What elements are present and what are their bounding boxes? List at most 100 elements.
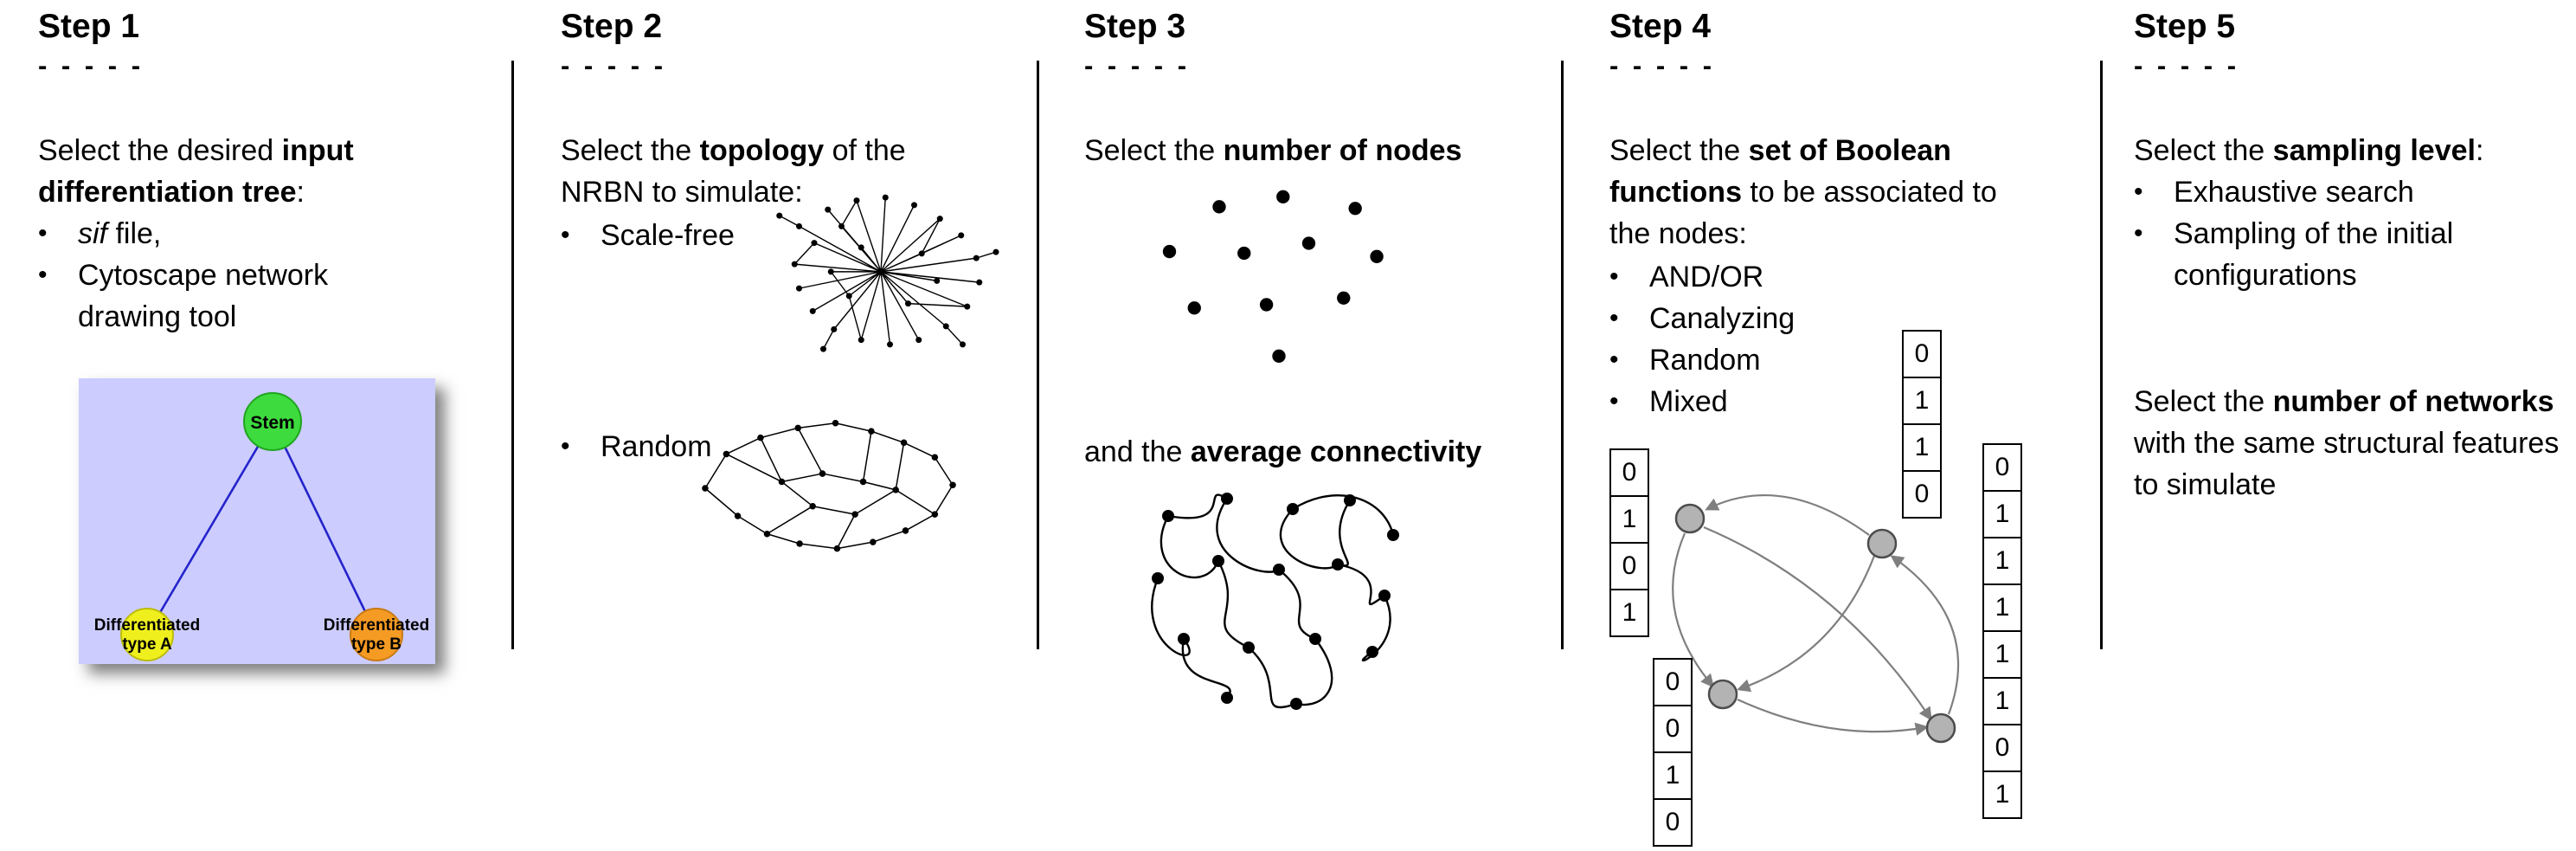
bullet-marker: • [1609,262,1619,291]
table-cell: 1 [1982,537,2022,585]
list-item: • Cytoscape network drawing tool [38,255,407,338]
network-node [1707,679,1738,710]
table-cell: 0 [1982,443,2022,492]
column-divider [1561,61,1564,649]
list-item: • Scale-free [561,215,735,256]
intro-text: Select the [2134,385,2273,418]
list-item: • Sampling of the initial configurations [2134,213,2520,296]
list-item: • Random [561,426,712,467]
step-4-intro: Select the set of Boolean functions to b… [1609,130,2033,255]
list-item-label: Exhaustive search [2174,176,2414,209]
truth-table-right: 0 1 1 1 1 1 0 1 [1982,443,2022,819]
bullet-marker: • [2134,219,2143,248]
bullet-marker: • [1609,387,1619,416]
list-item: • AND/OR [1609,256,1795,298]
table-cell: 1 [1609,589,1649,637]
step-1-column: Step 1 - - - - - Select the desired inpu… [38,0,514,851]
type-b-label-line2: type B [351,635,401,654]
random-network-graphic [702,419,956,552]
table-cell: 0 [1902,330,1942,378]
tree-edges [145,421,378,635]
step-3-column: Step 3 - - - - - Select the number of no… [1084,0,1577,851]
list-item: • Mixed [1609,381,1795,422]
bullet-marker: • [561,432,570,461]
table-cell: 1 [1902,377,1942,425]
intro-text: Select the [1609,134,1749,167]
step-5-column: Step 5 - - - - - Select the sampling lev… [2134,0,2576,851]
step-3-second-text: and the average connectivity [1084,431,1569,473]
table-cell: 1 [1609,495,1649,544]
intro-text: Select the [561,134,700,167]
step-4-column: Step 4 - - - - - Select the set of Boole… [1609,0,2068,851]
list-item-label: Sampling of the initial configurations [2174,217,2454,292]
intro-text: Select the [1084,134,1224,167]
intro-text: : [296,176,305,209]
differentiation-tree-svg: Stem Differentiated type A Differentiate… [79,378,435,664]
intro-text: and the [1084,435,1191,468]
bullet-marker: • [1609,345,1619,374]
intro-text: with the same structural features to sim… [2134,427,2560,501]
truth-table-top: 0 1 1 0 [1902,330,1942,519]
bullet-marker: • [561,221,570,249]
sif-rest: file, [107,217,162,250]
random-nodes [702,419,956,552]
intro-text: : [2475,134,2484,167]
list-item: • Random [1609,339,1795,381]
list-item-label: Random [1649,344,1761,377]
column-divider [511,61,514,649]
table-cell: 1 [1982,770,2022,819]
step-5-title: Step 5 [2134,8,2236,45]
sif-italic: sif [78,217,107,250]
scale-free-network-graphic [776,194,999,352]
type-a-label-line2: type A [122,635,172,654]
list-item: • Canalyzing [1609,298,1795,339]
list-item-label: Scale-free [601,219,735,252]
table-cell: 0 [1653,798,1693,847]
step-1-dashes: - - - - - [38,50,145,81]
boolean-network-arrows [1672,494,1960,736]
table-cell: 1 [1982,583,2022,632]
step-2-title: Step 2 [561,8,663,45]
step-3-dashes: - - - - - [1084,50,1191,81]
table-cell: 0 [1982,724,2022,772]
table-cell: 1 [1902,423,1942,472]
boolean-network-nodes [1674,503,1956,744]
intro-bold: set of Boolean functions [1609,134,1951,209]
stem-label: Stem [250,413,294,433]
truth-table-left: 0 1 0 1 [1609,448,1649,637]
list-item: • sif file, [38,213,407,255]
nodes-dots-graphic [1162,190,1384,363]
connectivity-tangle-graphic [1151,493,1399,710]
list-item-label: Mixed [1649,385,1728,418]
truth-table-bottom-left: 0 0 1 0 [1653,658,1693,847]
step-2-bullet-random: • Random [561,426,712,467]
list-item-label: Random [601,430,712,463]
random-edges [704,422,954,550]
intro-text: of the NRBN to simulate: [561,134,906,209]
step-5-bullet-list: • Exhaustive search • Sampling of the in… [2134,171,2520,296]
step-2-intro: Select the topology of the NRBN to simul… [561,130,976,213]
column-divider [1037,61,1039,649]
table-cell: 0 [1653,705,1693,753]
table-cell: 0 [1653,658,1693,706]
stem-node [243,392,302,451]
type-a-node [120,608,174,661]
intro-text: Select the [2134,134,2273,167]
intro-bold: topology [699,134,825,167]
step-3-title: Step 3 [1084,8,1186,45]
boolean-network-graphic [1672,494,1960,744]
network-node [1674,503,1706,534]
tangle-dots [1152,493,1399,710]
step-1-bullet-list: • sif file, • Cytoscape network drawing … [38,213,407,338]
table-cell: 0 [1609,542,1649,590]
bullet-marker: • [2134,177,2143,206]
list-item-label: AND/OR [1649,261,1764,293]
step-4-bullet-list: • AND/OR • Canalyzing • Random • Mixed [1609,256,1795,422]
table-cell: 1 [1982,677,2022,725]
scale-free-edges [779,197,997,350]
table-cell: 1 [1982,490,2022,538]
bullet-marker: • [1609,304,1619,332]
step-2-dashes: - - - - - [561,50,667,81]
table-cell: 1 [1653,751,1693,800]
node-dots [1162,190,1384,363]
